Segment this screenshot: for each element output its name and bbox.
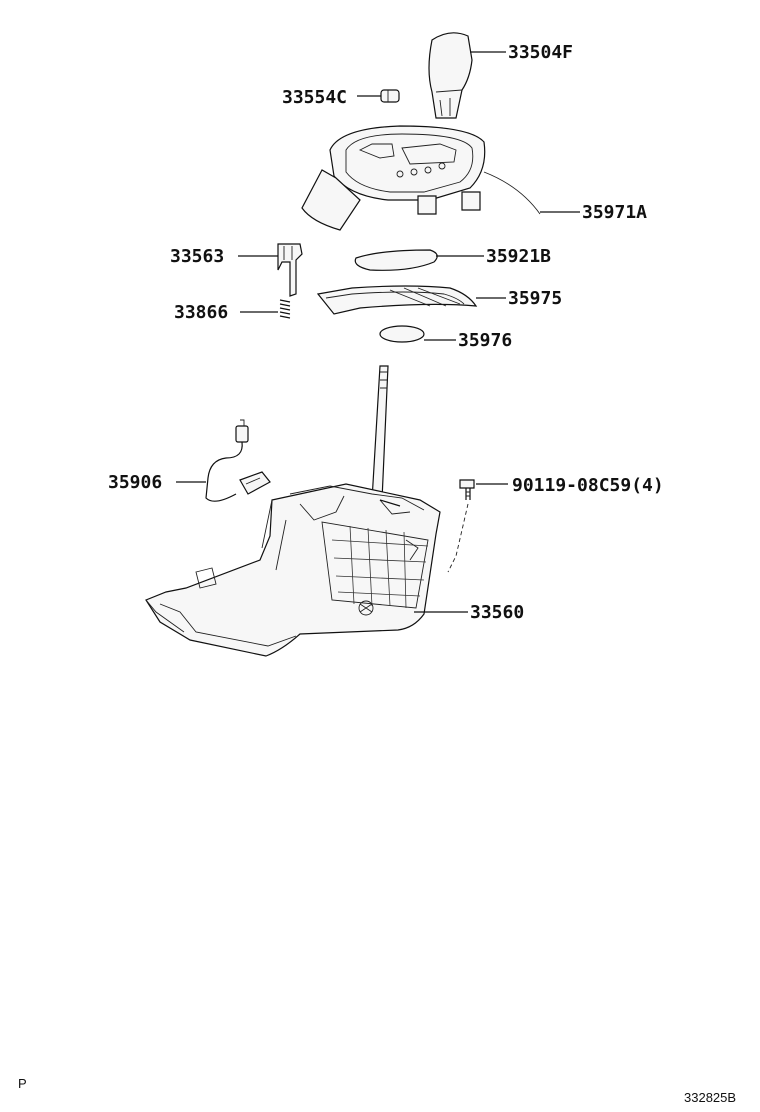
indicator-housing-drawing — [301, 125, 541, 231]
label-33504F: 33504F — [508, 42, 573, 63]
small-cover-drawing — [379, 325, 425, 343]
page-marker: P — [18, 1076, 27, 1091]
dust-cover-drawing — [316, 285, 478, 315]
label-33554C: 33554C — [282, 87, 347, 108]
label-35976: 35976 — [458, 330, 512, 351]
shift-lever-assembly-drawing — [145, 483, 441, 657]
bolt-drawing — [447, 479, 475, 573]
label-35975: 35975 — [508, 288, 562, 309]
spring-drawing — [279, 299, 291, 319]
clip-drawing — [380, 89, 400, 103]
lever-shaft-drawing — [371, 365, 389, 501]
wire-harness-drawing — [205, 419, 271, 502]
label-35921B: 35921B — [486, 246, 551, 267]
label-33560: 33560 — [470, 602, 524, 623]
label-33866: 33866 — [174, 302, 228, 323]
illustration-number: 332825B — [684, 1090, 737, 1105]
label-90119-08C59: 90119-08C59(4) — [512, 475, 664, 496]
shift-knob-drawing — [428, 32, 473, 119]
label-35971A: 35971A — [582, 202, 647, 223]
label-33563: 33563 — [170, 246, 224, 267]
label-35906: 35906 — [108, 472, 162, 493]
lock-pin-drawing — [277, 243, 303, 297]
plate-drawing — [354, 249, 438, 271]
